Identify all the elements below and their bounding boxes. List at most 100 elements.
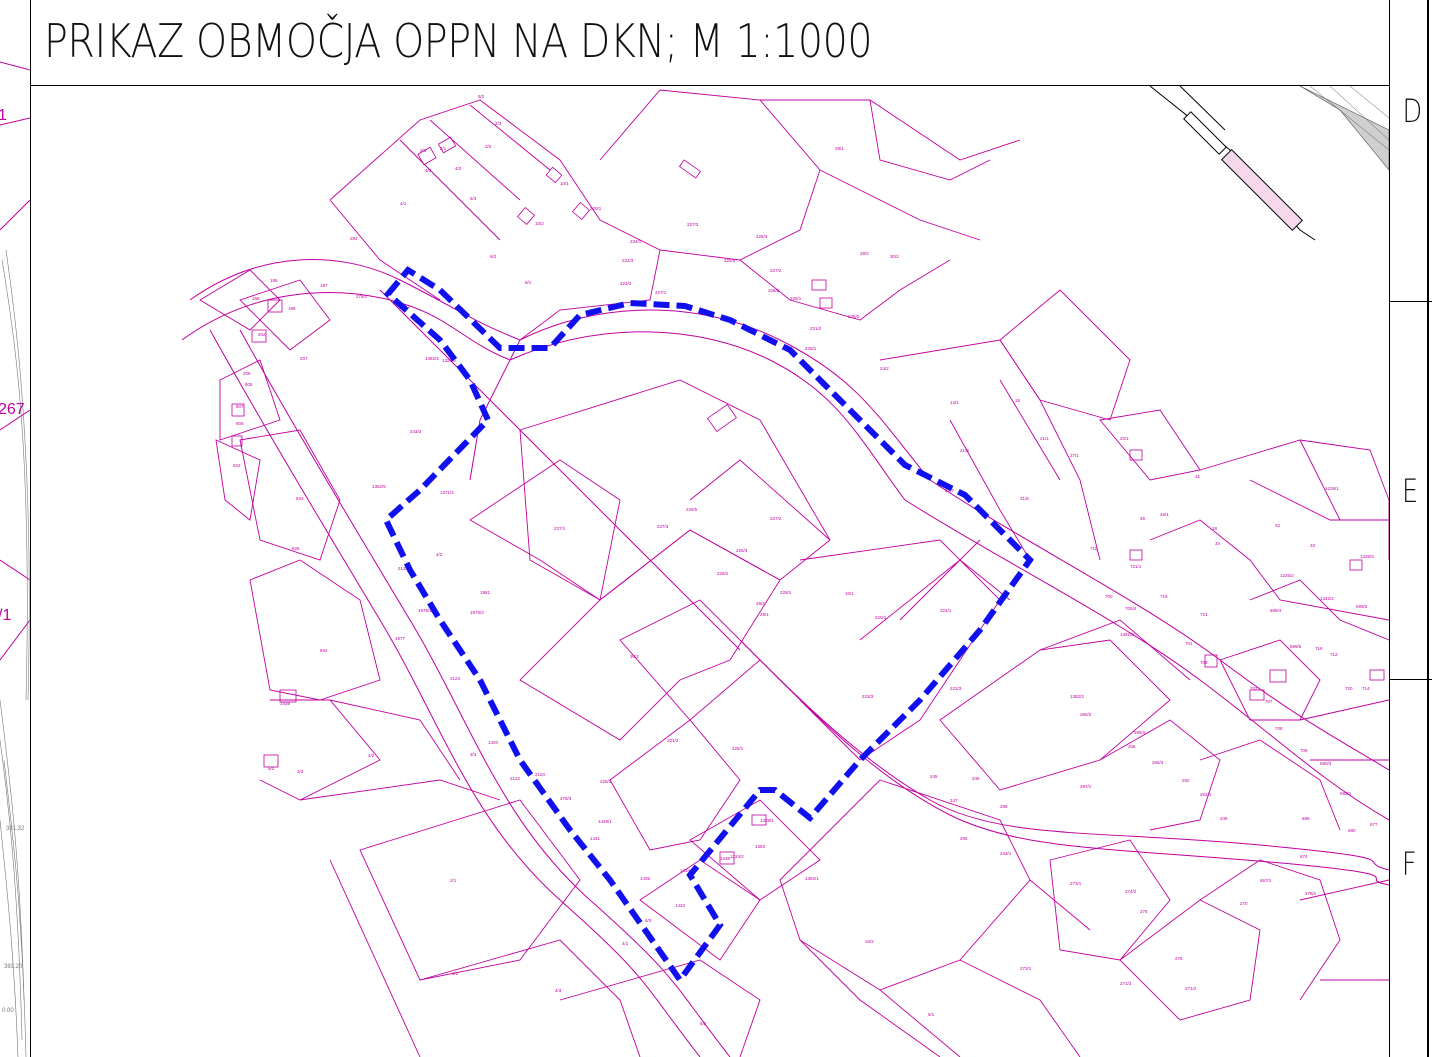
- adjacent-sheet-strip: 1 267 /1 381.32 383.20 0.00: [0, 0, 30, 1057]
- parcel-number-label: 6/3: [645, 918, 652, 923]
- grid-index: D E F: [1390, 0, 1432, 1057]
- parcel-number-label: 228/2: [717, 571, 729, 576]
- parcel-map-svg: 5/22/32/22/13/34/24/34/16/36/26/110/210/…: [181, 86, 1389, 1057]
- parcel-number-label: 2120: [535, 772, 546, 777]
- parcel-number-label: 1383: [755, 844, 766, 849]
- parcel-number-label: 271/3: [1120, 981, 1132, 986]
- parcel-number-label: 6/3: [470, 196, 477, 201]
- parcel-number-label: 221/2: [810, 326, 822, 331]
- parcel-number-label: 1382/2: [1120, 632, 1134, 637]
- parcel-number-label: 6/2: [490, 254, 497, 259]
- parcel-number-label: 255/3: [1152, 760, 1164, 765]
- parcel-number-label: 256: [1128, 744, 1136, 749]
- parcel-number-label: 3/3: [420, 148, 427, 153]
- sheet-frame: [30, 0, 1390, 1057]
- parcel-number-label: 29/1: [835, 146, 844, 151]
- parcel-number-label: 2123: [450, 676, 461, 681]
- parcel-number-label: 195: [270, 278, 278, 283]
- elevation-label-2: 383.20: [4, 964, 23, 970]
- parcel-number-label: 227/3: [687, 222, 699, 227]
- parcel-number-label: 1226/1: [1325, 486, 1339, 491]
- parcel-number-label: 4/3: [425, 168, 432, 173]
- parcel-number-label: 270: [1240, 901, 1248, 906]
- parcel-number-label: 4/3: [555, 988, 562, 993]
- parcel-number-label: 1439: [280, 701, 291, 706]
- elevation-label-3: 0.00: [2, 1008, 14, 1014]
- parcel-number-label: 1434: [680, 868, 691, 873]
- parcel-number-label: 220/1: [875, 615, 887, 620]
- parcel-number-label: 10/2: [865, 939, 874, 944]
- parcel-number-label: 2/2: [368, 753, 375, 758]
- parcel-number-label: 39: [1140, 516, 1146, 521]
- grid-letter-e: E: [1402, 472, 1419, 510]
- parcel-number-label: 4/1: [622, 941, 629, 946]
- parcel-number-label: 287/1: [1080, 784, 1092, 789]
- parcel-number-label: 249: [1220, 816, 1228, 821]
- title-bar: PRIKAZ OBMOČJA OPPN NA DKN; M 1:1000: [30, 0, 1390, 86]
- parcel-number-label: 4/1: [400, 201, 407, 206]
- parcel-number-label: 228/2: [768, 288, 780, 293]
- parcel-number-label: 27/1: [1070, 453, 1079, 458]
- top-right-feature: [1149, 86, 1389, 241]
- parcel-number-label: 227/2: [770, 516, 782, 521]
- parcel-number-label: 1382/3: [1070, 694, 1084, 699]
- parcel-number-label: 822: [233, 463, 241, 468]
- parcel-number-label: 280/2: [1080, 712, 1092, 717]
- parcel-number-label: 1320: [488, 740, 499, 745]
- parcel-number-label: 826: [292, 546, 300, 551]
- parcel-number-label: 1342/2: [1320, 596, 1334, 601]
- parcel-number-label: 29/1: [760, 612, 769, 617]
- parcel-number-label: 719: [1160, 594, 1168, 599]
- parcel-number-label: 228/1: [790, 296, 802, 301]
- parcel-number-label: 712: [1330, 652, 1338, 657]
- parcel-number-label: 1328/6: [442, 358, 456, 363]
- parcel-number-label: 686: [1302, 816, 1310, 821]
- parcel-number-label: 1324/2: [730, 854, 744, 859]
- parcel-number-label: 699/5: [1290, 644, 1302, 649]
- parcel-number-label: 24/2: [880, 366, 889, 371]
- parcel-number-label: 4/2: [452, 971, 459, 976]
- parcel-number-label: 30/2: [630, 654, 639, 659]
- left-strip-label-1: 1: [0, 107, 7, 124]
- parcel-number-label: 206: [243, 371, 251, 376]
- parcel-number-label: 701: [1185, 641, 1193, 646]
- parcel-number-label: 225/2: [600, 779, 612, 784]
- parcel-number-label: 199: [288, 306, 296, 311]
- parcel-number-label: 29/2: [860, 251, 869, 256]
- parcel-number-label: 222/3: [950, 686, 962, 691]
- parcel-number-label: 680: [1348, 828, 1356, 833]
- left-strip-label-3: /1: [0, 607, 11, 624]
- parcel-number-label: 711: [1090, 546, 1098, 551]
- parcel-number-label: 227/1: [655, 290, 667, 295]
- parcel-number-label: 227/2: [770, 268, 782, 273]
- parcel-number-label: 223/3: [620, 281, 632, 286]
- parcel-number-label: 207: [300, 356, 308, 361]
- parcel-number-label: 30/2: [890, 254, 899, 259]
- parcel-number-label: 2/3: [297, 769, 304, 774]
- parcel-number-label: 13/1: [950, 400, 959, 405]
- parcel-number-label: 226/3: [756, 234, 768, 239]
- parcel-number-label: 699/3: [1356, 604, 1368, 609]
- parcel-number-label: 2/3: [495, 121, 502, 126]
- parcel-number-label: 1981: [480, 590, 491, 595]
- parcel-number-label: 706: [1300, 748, 1308, 753]
- parcel-number-label: 834: [320, 648, 328, 653]
- elevation-label-1: 381.32: [6, 826, 25, 832]
- parcel-number-label: 1441: [590, 836, 601, 841]
- parcel-number-label: 2122: [510, 776, 521, 781]
- parcel-number-label: 293: [350, 236, 358, 241]
- parcel-number-label: 21/1: [1040, 436, 1049, 441]
- parcel-number-label: 247: [950, 798, 958, 803]
- grid-cell-d: D: [1390, 0, 1432, 302]
- parcel-number-label: 10/2: [535, 221, 544, 226]
- parcel-number-label: 1439/1: [598, 819, 612, 824]
- parcel-number-label: 271/2: [1185, 986, 1197, 991]
- parcel-number-label: 720: [1345, 686, 1353, 691]
- parcel-number-label: 1326/3: [1360, 554, 1374, 559]
- parcel-number-label: 278/1: [1305, 891, 1317, 896]
- parcel-number-label: 246: [972, 776, 980, 781]
- parcel-labels: 5/22/32/22/13/34/24/34/16/36/26/110/210/…: [233, 94, 1378, 1026]
- parcel-number-label: 227/1: [554, 526, 566, 531]
- parcel-number-label: 3/3: [470, 752, 477, 757]
- parcel-number-label: 2/1: [450, 878, 457, 883]
